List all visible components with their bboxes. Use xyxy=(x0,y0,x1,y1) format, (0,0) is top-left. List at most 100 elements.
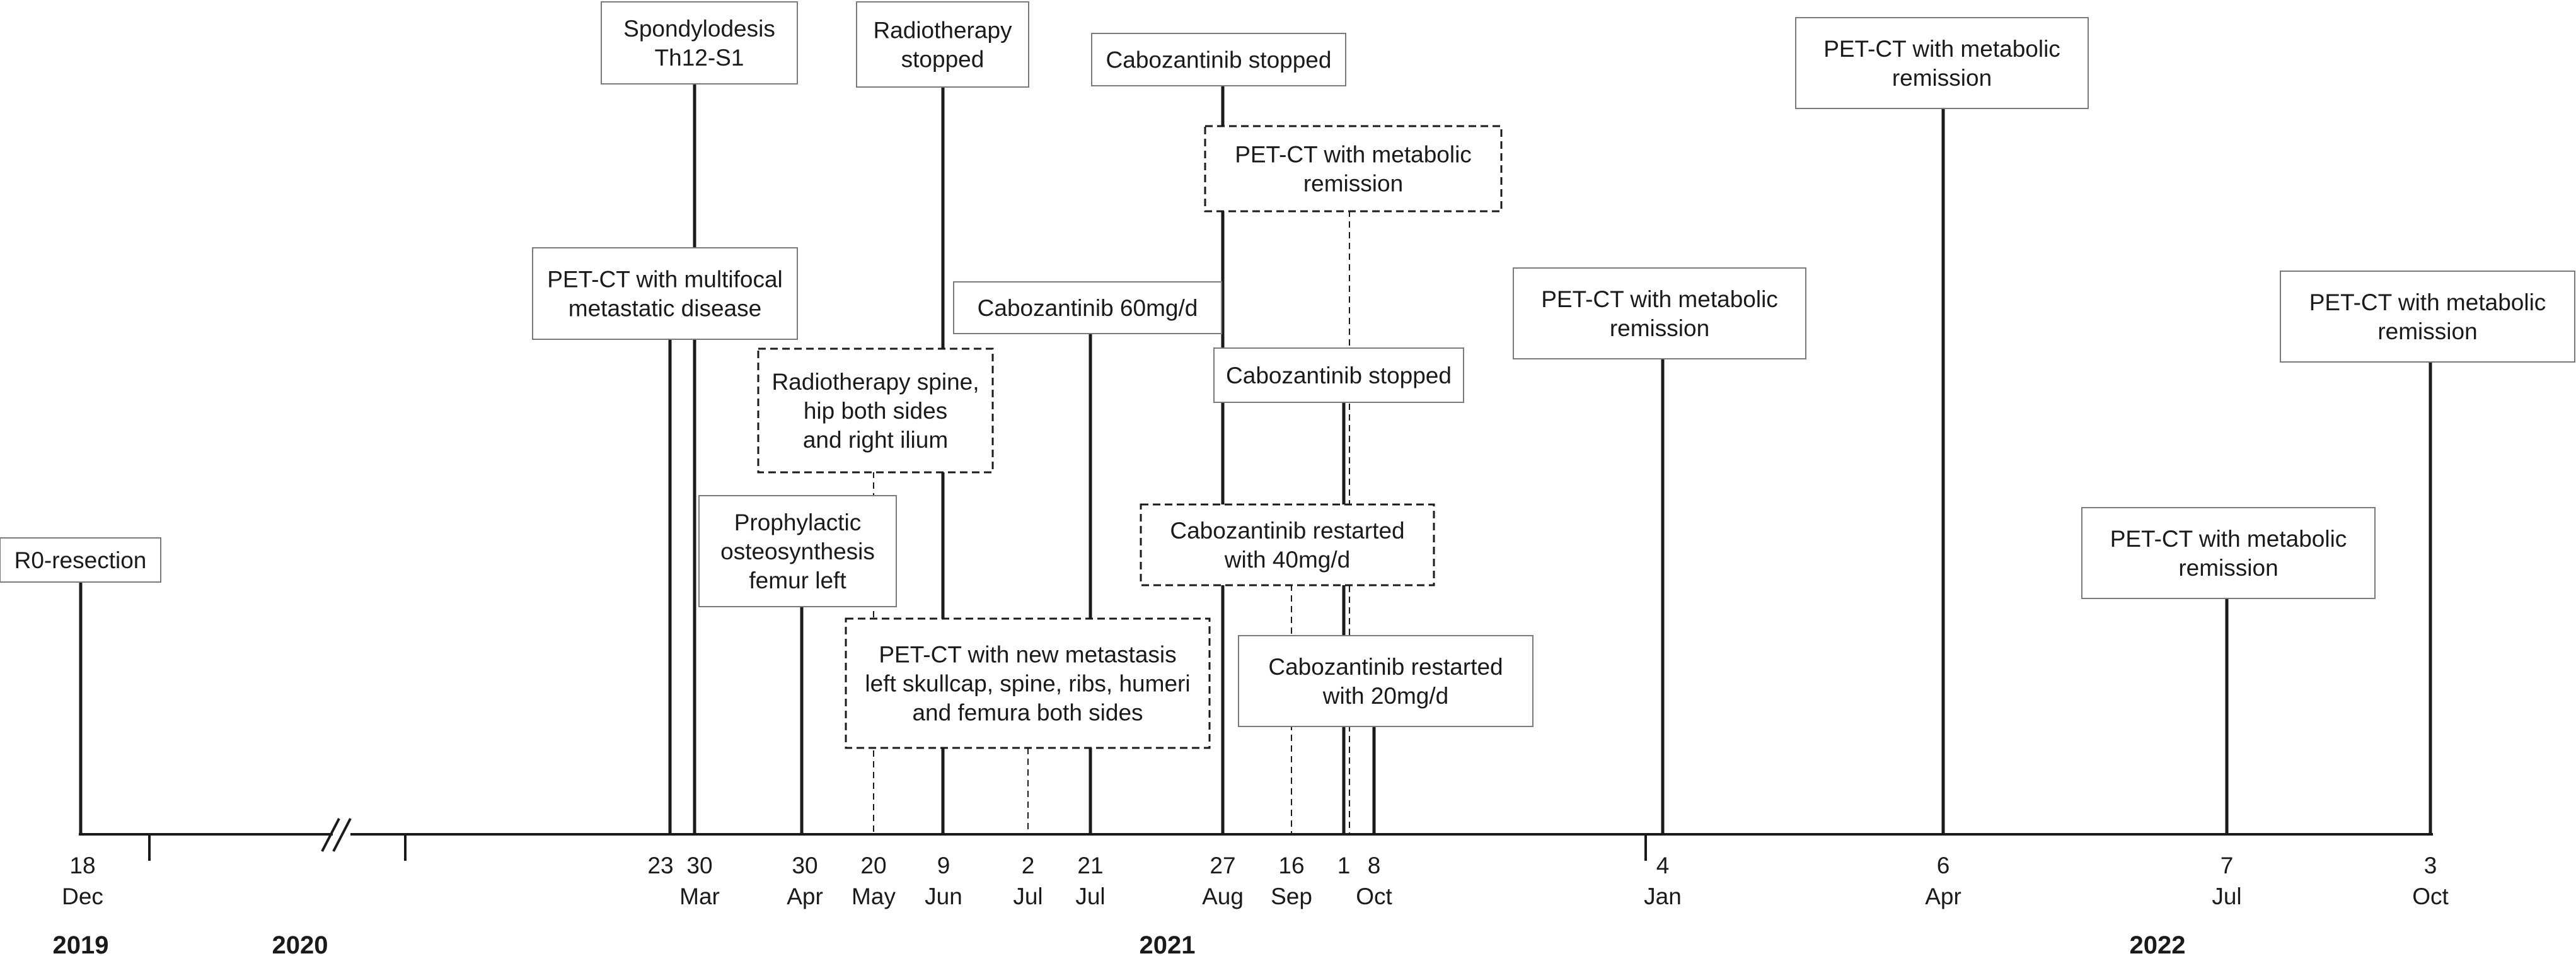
date-month: Jul xyxy=(1013,883,1043,909)
axis-break-mark xyxy=(321,818,340,852)
date-day: 27 xyxy=(1210,853,1235,878)
event-box: PET-CT with metabolic remission xyxy=(1204,125,1503,213)
date-day: 20 xyxy=(860,853,886,878)
event-label: with 40mg/d xyxy=(1224,547,1351,573)
event-label: and femura both sides xyxy=(912,700,1143,726)
year-label: 2021 xyxy=(1140,931,1196,956)
event-label: Radiotherapy spine, xyxy=(771,369,979,395)
event-box: Prophylactic osteosynthesis femur left xyxy=(698,495,897,607)
date-month: Sep xyxy=(1271,883,1312,909)
date-month: Oct xyxy=(2412,883,2449,909)
date-day: 16 xyxy=(1278,853,1304,878)
event-label: Radiotherapy xyxy=(873,18,1012,44)
event-label: Cabozantinib stopped xyxy=(1106,47,1332,73)
event-label: remission xyxy=(2178,555,2278,581)
year-label: 2020 xyxy=(272,931,328,956)
event-label: PET-CT with metabolic xyxy=(2110,526,2347,552)
event-box-frame xyxy=(698,495,897,607)
event-box-frame xyxy=(532,247,798,340)
date-day: 23 xyxy=(647,853,673,878)
event-label: Cabozantinib 60mg/d xyxy=(978,295,1198,321)
date-month: Oct xyxy=(1356,883,1392,909)
event-box-frame xyxy=(1795,17,2089,109)
date-day: 21 xyxy=(1077,853,1103,878)
date-day: 9 xyxy=(937,853,950,878)
date-day: 7 xyxy=(2221,853,2234,878)
event-box-frame xyxy=(1204,125,1503,213)
date-month: Aug xyxy=(1202,883,1244,909)
event-box-frame xyxy=(1140,503,1435,586)
event-box-frame xyxy=(757,347,994,474)
event-label: Th12-S1 xyxy=(655,45,744,71)
date-tick-label: 23 xyxy=(647,853,673,878)
event-label: PET-CT with metabolic xyxy=(1235,142,1472,168)
date-month: Apr xyxy=(1925,883,1961,909)
event-box-frame xyxy=(0,537,161,583)
event-label: and right ilium xyxy=(803,427,948,453)
event-box-frame xyxy=(1513,267,1806,359)
event-box: PET-CT with metabolic remission xyxy=(1513,267,1806,359)
date-tick-label: 1 xyxy=(1337,853,1351,878)
event-box: PET-CT with new metastasis left skullcap,… xyxy=(845,617,1211,749)
event-label: stopped xyxy=(901,47,985,73)
event-box: Cabozantinib restarted with 40mg/d xyxy=(1140,503,1435,586)
event-box-frame xyxy=(1238,635,1533,727)
event-label: remission xyxy=(1892,65,1992,91)
event-box: Cabozantinib stopped xyxy=(1091,33,1346,86)
event-label: left skullcap, spine, ribs, humeri xyxy=(865,671,1190,697)
date-day: 30 xyxy=(686,853,712,878)
event-label: Cabozantinib stopped xyxy=(1226,363,1452,388)
event-box-frame xyxy=(601,1,798,85)
event-label: Cabozantinib restarted xyxy=(1170,518,1404,544)
date-day: 4 xyxy=(1656,853,1670,878)
event-label: Cabozantinib restarted xyxy=(1268,654,1503,680)
event-label: Prophylactic xyxy=(734,510,862,535)
date-day: 8 xyxy=(1368,853,1381,878)
event-box: Cabozantinib stopped xyxy=(1213,347,1464,403)
event-label: femur left xyxy=(749,568,846,593)
event-label: remission xyxy=(1610,315,1709,341)
date-day: 1 xyxy=(1337,853,1351,878)
year-label: 2019 xyxy=(53,931,109,956)
event-label: remission xyxy=(2377,318,2477,344)
event-label: osteosynthesis xyxy=(720,539,875,564)
event-box-frame xyxy=(845,617,1211,749)
axis-break-mark xyxy=(332,818,352,852)
date-day: 18 xyxy=(69,853,95,878)
event-label: PET-CT with metabolic xyxy=(1541,286,1778,312)
event-label: PET-CT with metabolic xyxy=(1823,36,2060,62)
date-month: Apr xyxy=(787,883,823,909)
date-day: 6 xyxy=(1937,853,1950,878)
date-month: Jan xyxy=(1644,883,1682,909)
event-label: remission xyxy=(1303,171,1403,197)
event-label: PET-CT with new metastasis xyxy=(879,642,1176,668)
event-label: metastatic disease xyxy=(569,296,761,322)
event-box-frame xyxy=(1213,347,1464,403)
event-box-frame xyxy=(2081,507,2376,599)
event-label: R0-resection xyxy=(14,547,147,573)
event-label: PET-CT with metabolic xyxy=(2309,289,2546,315)
date-month: Jul xyxy=(1075,883,1105,909)
event-box: PET-CT with multifocal metastatic disease xyxy=(532,247,798,340)
date-month: Dec xyxy=(62,883,103,909)
event-box: R0-resection xyxy=(0,537,161,583)
date-day: 3 xyxy=(2424,853,2437,878)
event-box: PET-CT with metabolic remission xyxy=(1795,17,2089,109)
event-label: with 20mg/d xyxy=(1322,683,1449,709)
date-day: 2 xyxy=(1022,853,1035,878)
event-label: PET-CT with multifocal xyxy=(547,267,783,293)
date-month: May xyxy=(852,883,896,909)
event-box: PET-CT with metabolic remission xyxy=(2081,507,2376,599)
